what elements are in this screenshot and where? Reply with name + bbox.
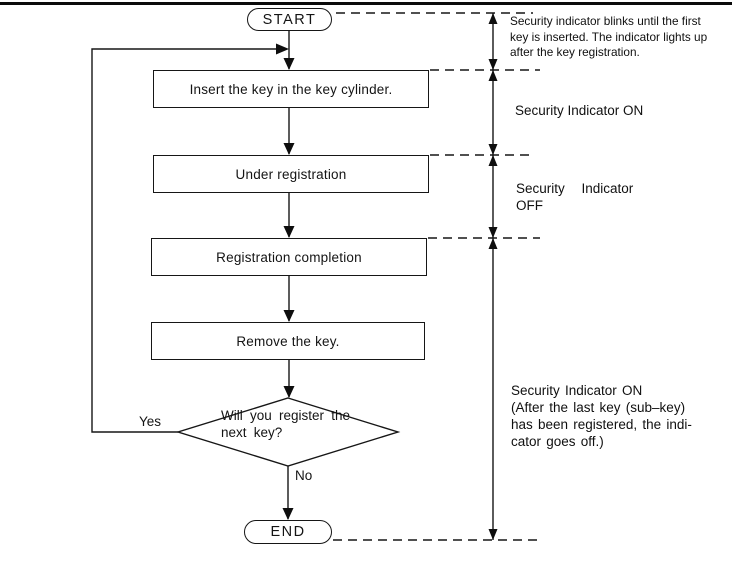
arrowhead-up-icon	[488, 70, 498, 81]
flow-node-start: START	[247, 8, 332, 31]
arrowhead-down-icon	[283, 386, 295, 398]
measurement-arrowheads	[488, 13, 498, 540]
annotation-line: has been registered, the indi-	[511, 417, 692, 432]
decision-line-1: Will you register the	[221, 408, 351, 423]
annotation-indicator-on-first: Security Indicator ON	[515, 103, 644, 118]
annotation-line: OFF	[516, 197, 543, 213]
arrowhead-down-icon	[283, 143, 295, 155]
arrowhead-down-icon	[488, 227, 498, 238]
step-label: Registration completion	[216, 249, 362, 265]
arrowhead-down-icon	[283, 58, 295, 70]
arrowhead-down-icon	[283, 310, 295, 322]
flow-step-insert-key: Insert the key in the key cylinder.	[153, 70, 429, 108]
flow-step-under-registration: Under registration	[153, 155, 429, 193]
step-label: Insert the key in the key cylinder.	[189, 81, 393, 97]
arrowhead-down-icon	[282, 508, 294, 520]
arrowhead-up-icon	[488, 155, 498, 166]
annotation-line: after the key registration.	[510, 45, 640, 60]
edge-yes-loop	[91, 48, 278, 433]
page-top-border	[0, 2, 732, 5]
arrowhead-down-icon	[283, 226, 295, 238]
annotation-line: Security indicator blinks until the firs…	[510, 14, 701, 28]
start-label: START	[262, 11, 317, 28]
flow-node-end: END	[244, 520, 332, 544]
annotation-blink-note: Security indicator blinks until the firs…	[510, 14, 732, 61]
arrowhead-down-icon	[488, 59, 498, 70]
annotation-line: (After the last key (sub–key)	[511, 400, 686, 415]
decision-question: Will you register the next key?	[221, 408, 350, 441]
annotation-indicator-off: Security Indicator OFF	[516, 181, 633, 214]
annotation-indicator-on-last: Security Indicator ON (After the last ke…	[511, 382, 692, 450]
end-label: END	[270, 524, 306, 540]
edge-label-yes: Yes	[139, 414, 162, 429]
annotation-line: Security Indicator	[516, 181, 634, 196]
arrowhead-right-icon	[276, 43, 289, 55]
annotation-line: key is inserted. The indicator lights up	[510, 29, 708, 44]
flow-arrowheads	[276, 43, 295, 520]
step-label: Under registration	[235, 166, 347, 182]
measurement-span-line	[488, 13, 498, 540]
step-label: Remove the key.	[236, 333, 340, 349]
dashed-leader-lines	[333, 12, 543, 541]
flow-step-registration-completion: Registration completion	[151, 238, 427, 276]
decision-line-2: next key?	[221, 424, 283, 440]
arrowhead-down-icon	[488, 144, 498, 155]
arrowhead-down-icon	[488, 529, 498, 540]
annotation-line: cator goes off.)	[511, 434, 604, 449]
decision-diamond-shape	[175, 397, 401, 467]
edge-label-no: No	[295, 468, 313, 483]
annotation-line: Security Indicator ON	[511, 383, 643, 398]
flow-step-remove-key: Remove the key.	[151, 322, 425, 360]
arrowhead-up-icon	[488, 13, 498, 24]
arrowhead-up-icon	[488, 238, 498, 249]
